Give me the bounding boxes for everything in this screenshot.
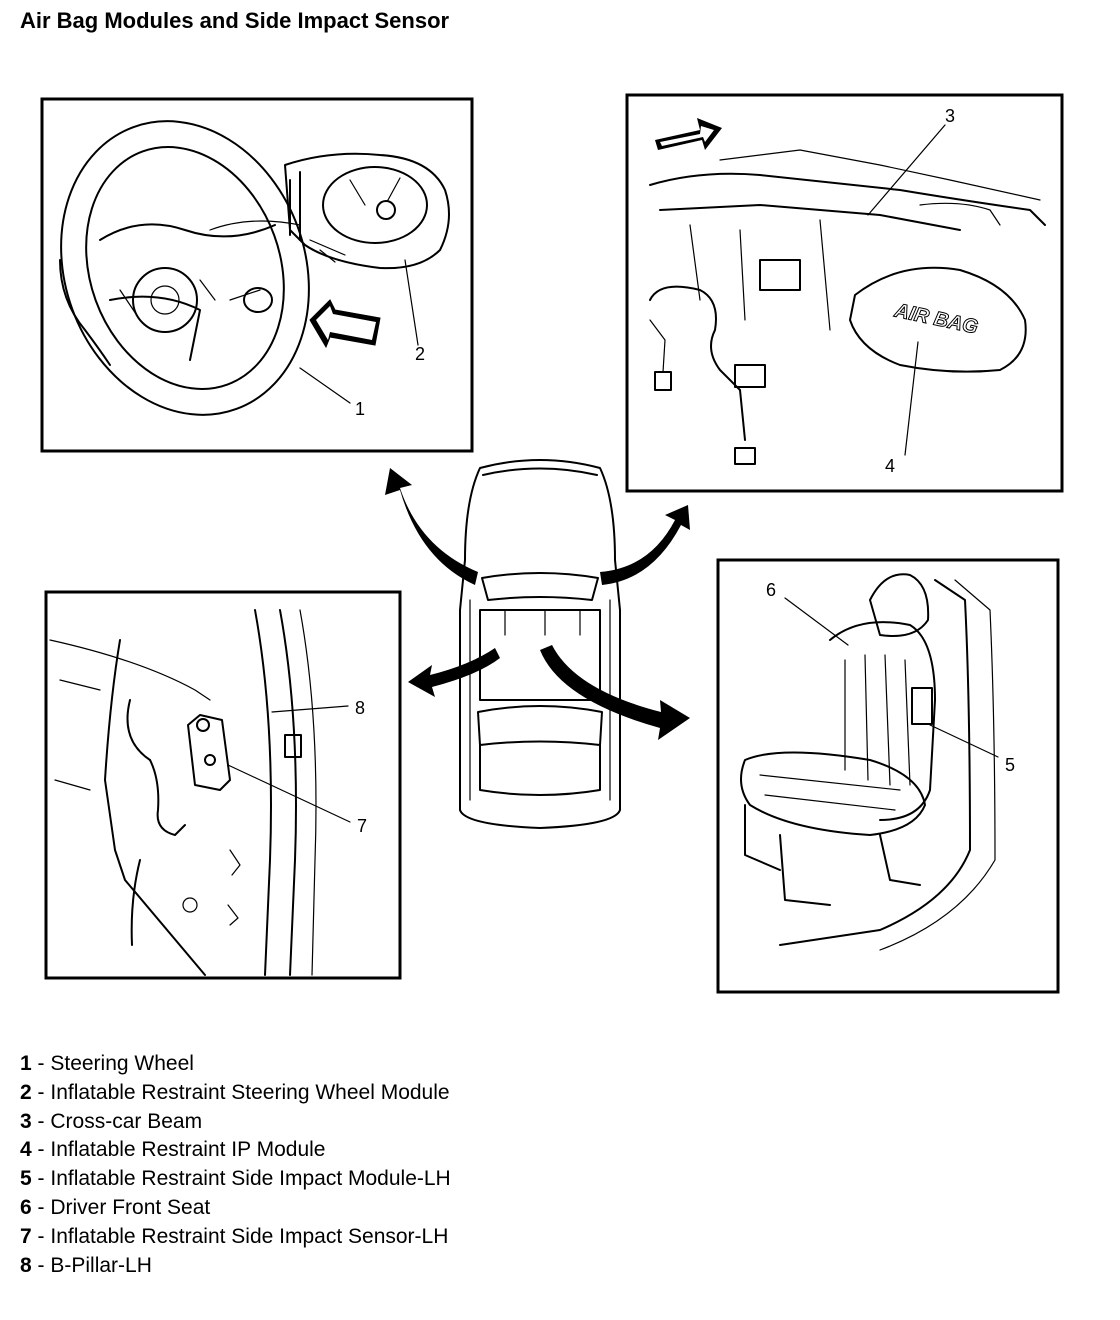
legend-label: Inflatable Restraint Side Impact Module-… [50,1167,451,1191]
callout-5: 5 [1005,755,1015,775]
callout-leader-6 [784,597,849,646]
callout-leader-7 [227,764,351,823]
callout-7: 7 [357,816,367,836]
callout-1: 1 [355,399,365,419]
diagram-title: Air Bag Modules and Side Impact Sensor [20,8,450,33]
sensor-harness-illustration [126,699,241,946]
legend-item: 6 - Driver Front Seat [20,1195,211,1219]
legend-number: 8 [20,1253,32,1277]
legend-item: 7 - Inflatable Restraint Side Impact Sen… [20,1224,449,1248]
legend-label: Inflatable Restraint Steering Wheel Modu… [50,1080,450,1104]
legend-number: 7 [20,1224,32,1248]
ip-module-cover-text: AIR BAG [892,299,980,338]
legend-label: Inflatable Restraint IP Module [50,1138,326,1162]
callout-8: 8 [355,698,365,718]
legend-item: 8 - B-Pillar-LH [20,1253,152,1277]
callout-leader-4 [904,341,919,456]
callout-3: 3 [945,106,955,126]
pointer-arrows [385,468,690,740]
steering-wheel-panel: 1 2 [40,97,474,453]
steering-wheel-illustration [59,120,310,416]
diagram-artwork: 1 2 AIR BAG 3 4 [40,93,1064,994]
direction-arrow [655,118,722,150]
direction-arrow [309,299,381,349]
b-pillar-panel: 8 7 [44,590,402,980]
legend-item: 1 - Steering Wheel [20,1052,194,1075]
legend-number: 4 [20,1138,32,1162]
vehicle-top-view [459,459,621,829]
legend-item: 3 - Cross-car Beam [20,1109,203,1133]
legend-label: Inflatable Restraint Side Impact Sensor-… [50,1224,449,1248]
callout-leader-5 [929,724,999,758]
callout-leader-3 [867,124,946,216]
driver-seat-panel: 6 5 [716,558,1060,994]
door-frame-illustration [779,579,996,951]
legend-number: 5 [20,1167,32,1191]
b-pillar-illustration [49,609,317,976]
legend-label: Driver Front Seat [50,1195,211,1219]
legend-label: B-Pillar-LH [50,1253,152,1277]
legend: 1 - Steering Wheel 2 - Inflatable Restra… [20,1050,451,1280]
cross-car-beam-illustration [649,149,1046,331]
legend-item: 5 - Inflatable Restraint Side Impact Mod… [20,1167,451,1191]
instrument-panel-panel: AIR BAG 3 4 [625,93,1064,493]
legend-number: 2 [20,1080,32,1104]
callout-leader-2 [404,259,419,346]
legend-number: 1 [20,1052,32,1075]
legend-number: 3 [20,1109,32,1133]
callout-leader-1 [299,367,351,404]
steering-wheel-module-illustration [284,152,450,270]
driver-seat-illustration [740,573,936,906]
legend-label: Steering Wheel [50,1052,194,1075]
wiring-harness-illustration [649,285,766,465]
legend-number: 6 [20,1195,32,1219]
legend-label: Cross-car Beam [50,1109,203,1133]
callout-6: 6 [766,580,776,600]
ip-module-illustration: AIR BAG [849,266,1027,373]
legend-item: 2 - Inflatable Restraint Steering Wheel … [20,1080,450,1104]
legend-item: 4 - Inflatable Restraint IP Module [20,1138,326,1162]
callout-2: 2 [415,344,425,364]
callout-4: 4 [885,456,895,476]
callout-leader-8 [271,705,349,713]
side-impact-sensor-illustration [187,714,231,791]
